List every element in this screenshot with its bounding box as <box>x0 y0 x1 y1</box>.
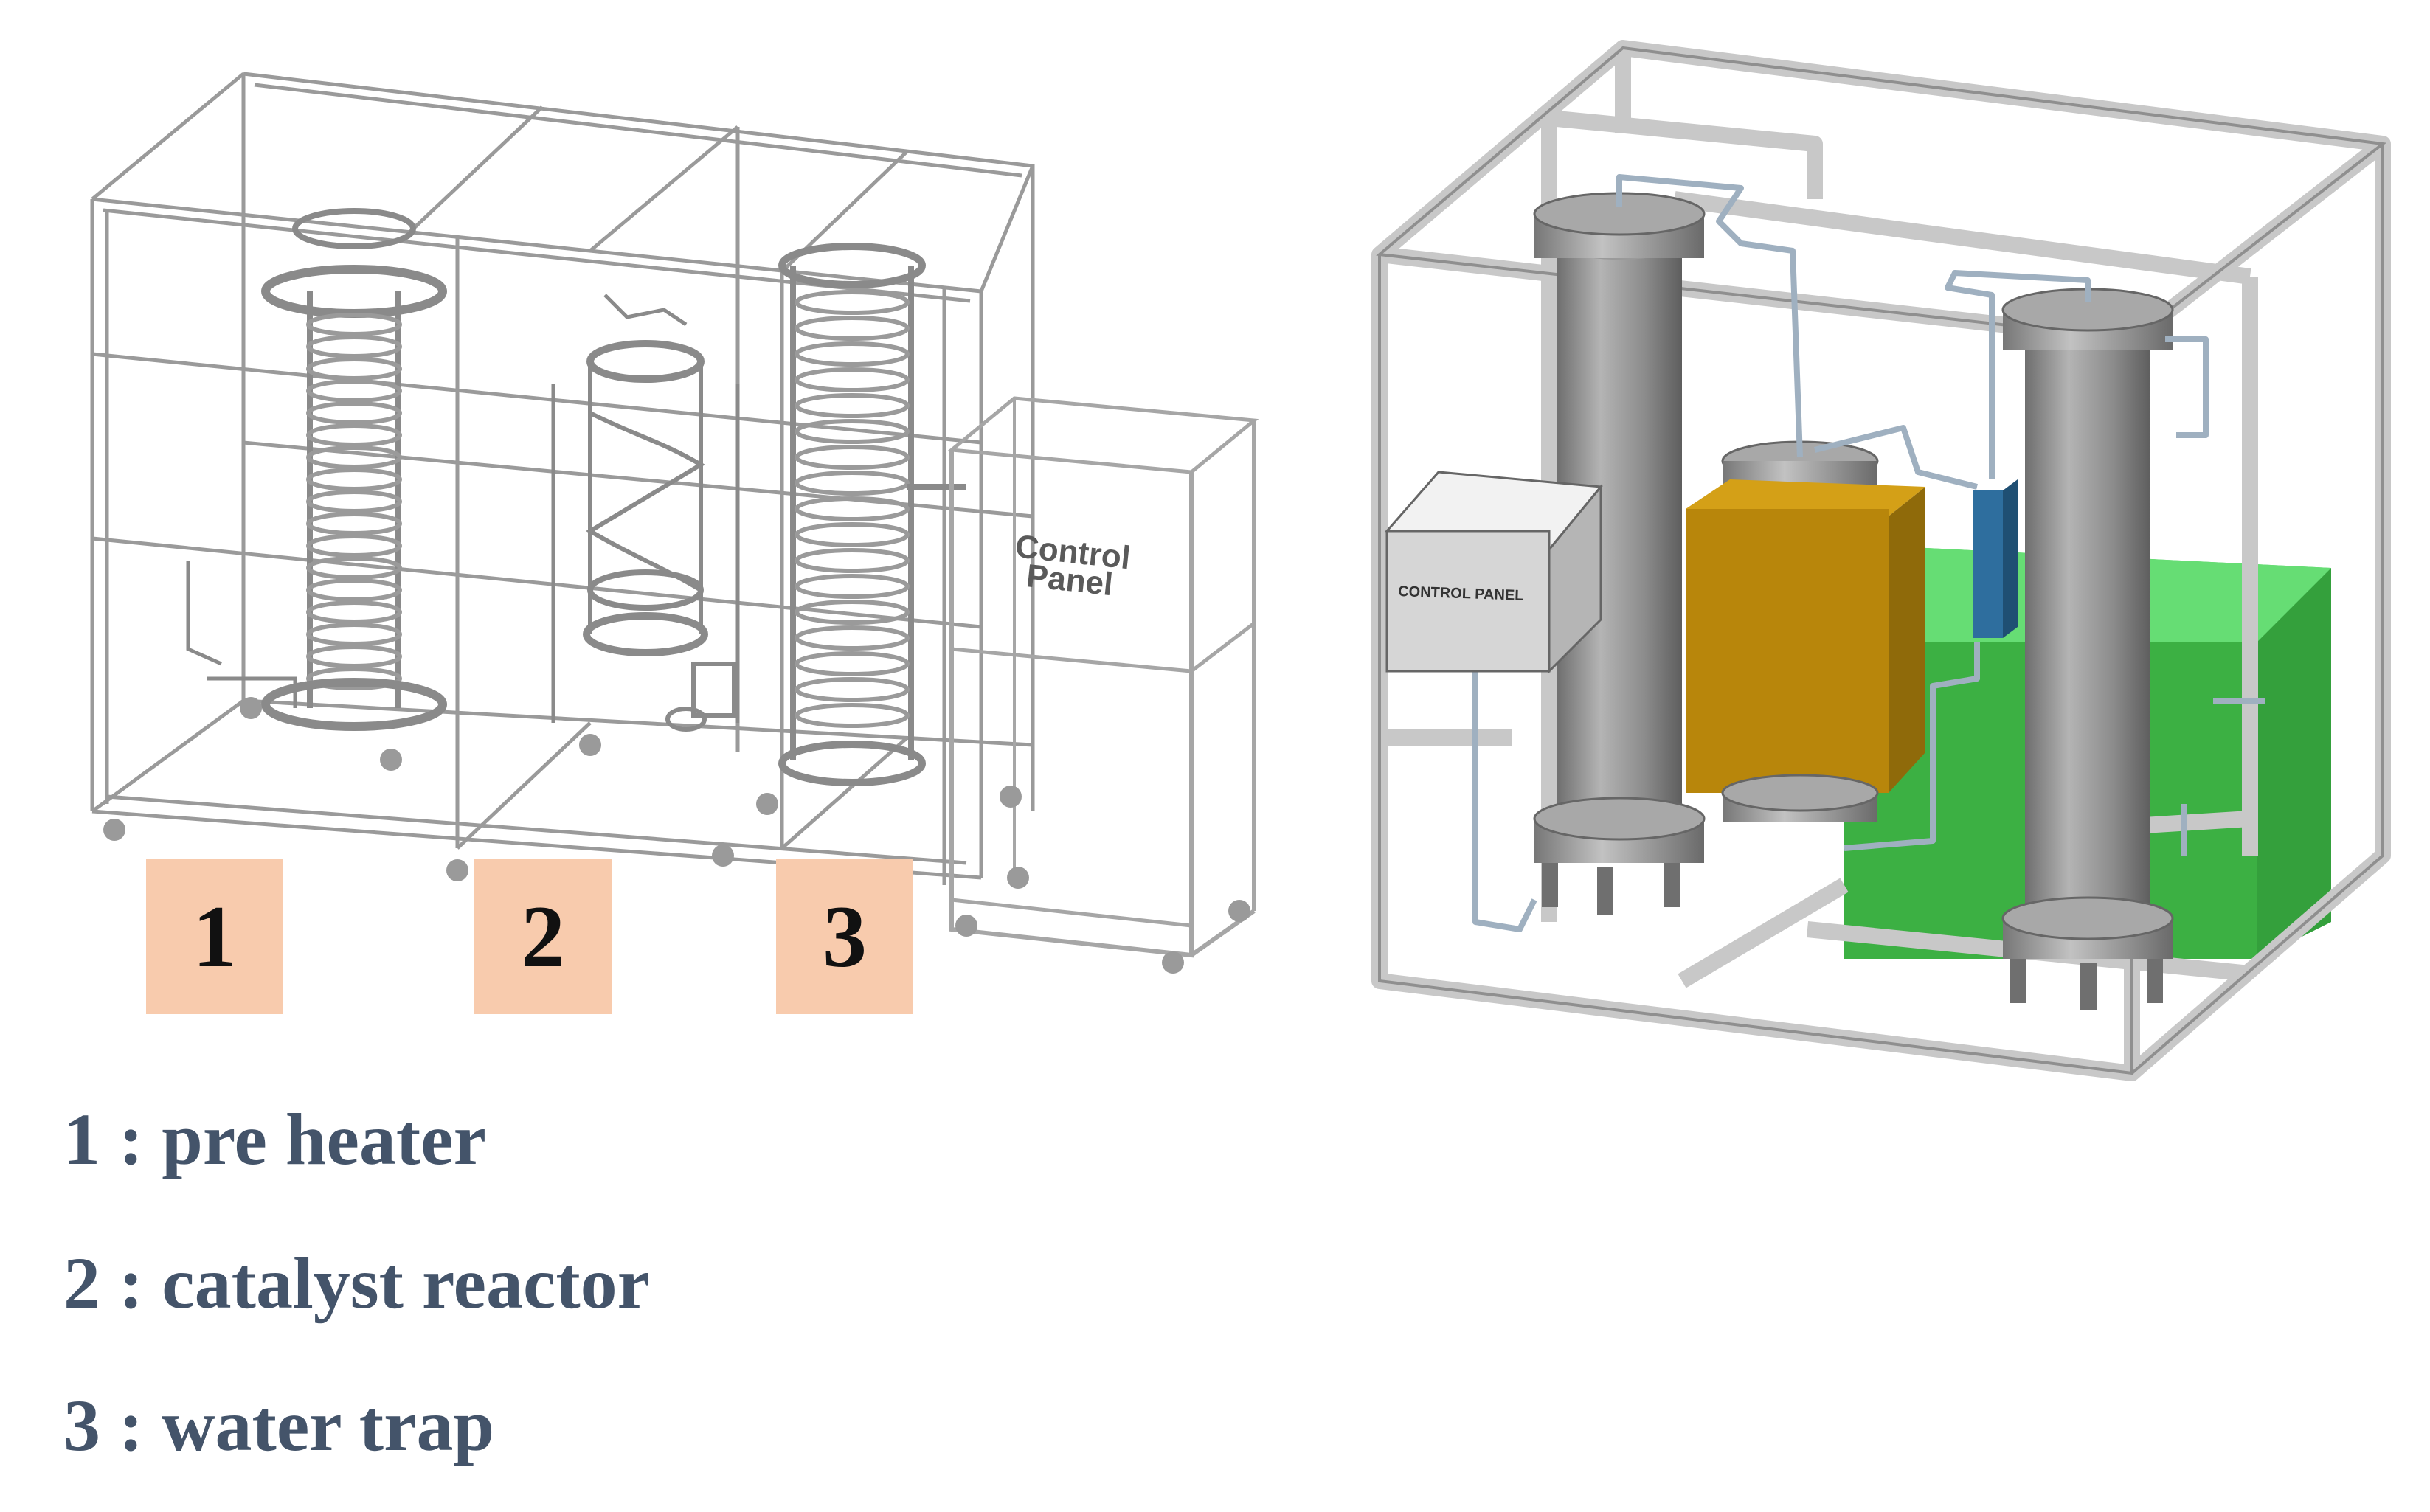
caster-wheels <box>103 697 1250 974</box>
right-column <box>2001 288 2174 1010</box>
water-trap-column <box>778 243 966 786</box>
frame-front-top <box>91 197 982 294</box>
catalyst-reactor-column <box>551 294 740 732</box>
wireframe-skid-view: Control Panel <box>90 72 1259 974</box>
frame-top-side-2 <box>408 105 544 234</box>
legend-item-catalyst-reactor: 2 : catalyst reactor <box>63 1242 651 1324</box>
marker-2-label: 2 <box>521 887 565 985</box>
rendered-skid-view: CONTROL PANEL <box>1371 40 2391 1081</box>
marker-1: 1 <box>146 859 283 1014</box>
frame-top-side-5 <box>979 165 1035 292</box>
control-panel-label-line2: Panel <box>1025 558 1115 603</box>
frame-bottom-side-1 <box>91 698 245 814</box>
control-panel-cabinet-wireframe <box>946 396 1259 958</box>
marker-2: 2 <box>474 859 612 1014</box>
frame-bottom-back <box>243 698 1034 747</box>
frame-mid-rail-front <box>91 536 982 629</box>
legend-item-pre-heater: 1 : pre heater <box>63 1098 486 1180</box>
frame-bottom-side-3 <box>780 736 909 850</box>
marker-3: 3 <box>776 859 913 1014</box>
marker-1-label: 1 <box>193 887 237 985</box>
marker-3-label: 3 <box>823 887 867 985</box>
legend-item-water-trap: 3 : water trap <box>63 1384 495 1466</box>
heat-exchanger <box>1973 479 2018 638</box>
piping <box>1472 174 2265 932</box>
frame-upper-rail <box>91 352 982 445</box>
frame-top-side-3 <box>589 125 739 252</box>
frame-top-side-1 <box>91 72 245 201</box>
control-panel-box <box>1384 471 1603 674</box>
frame-mid-rail-back <box>243 440 1034 519</box>
heater-box <box>1686 440 1925 822</box>
frame-bottom-side-2 <box>456 721 592 850</box>
frame-bottom-front-inner <box>106 794 967 865</box>
pre-heater-column <box>186 208 447 731</box>
frame-back-top-inner <box>254 83 1022 178</box>
